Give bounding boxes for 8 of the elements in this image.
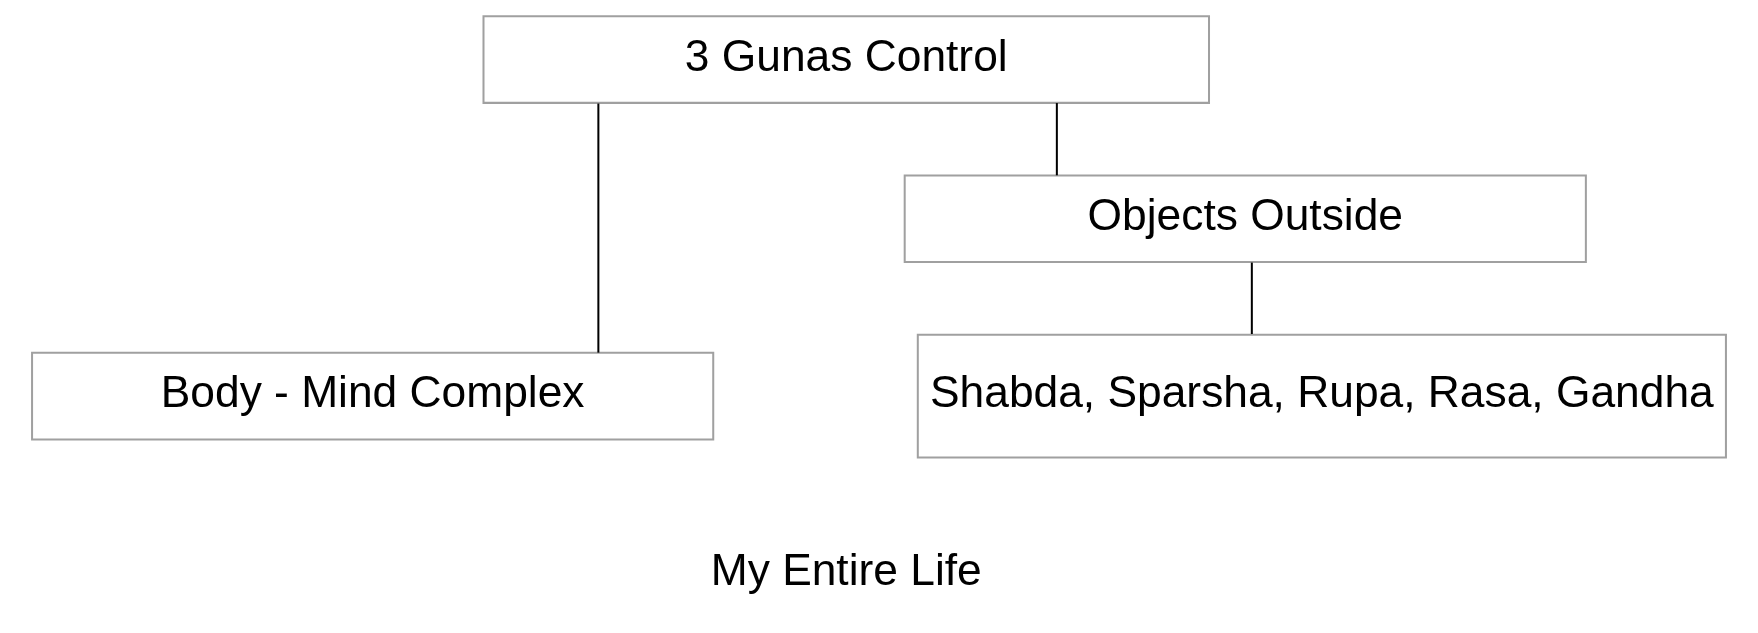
node-box: 3 Gunas Control — [482, 15, 1210, 104]
label: My Entire Life — [710, 544, 982, 594]
connector — [1250, 262, 1253, 335]
connector — [597, 103, 600, 353]
connector — [1055, 103, 1058, 176]
node-box: Objects Outside — [903, 174, 1587, 264]
node-box: Body - Mind Complex — [31, 351, 715, 441]
node-box: Shabda, Sparsha, Rupa, Rasa, Gandha — [916, 333, 1727, 459]
